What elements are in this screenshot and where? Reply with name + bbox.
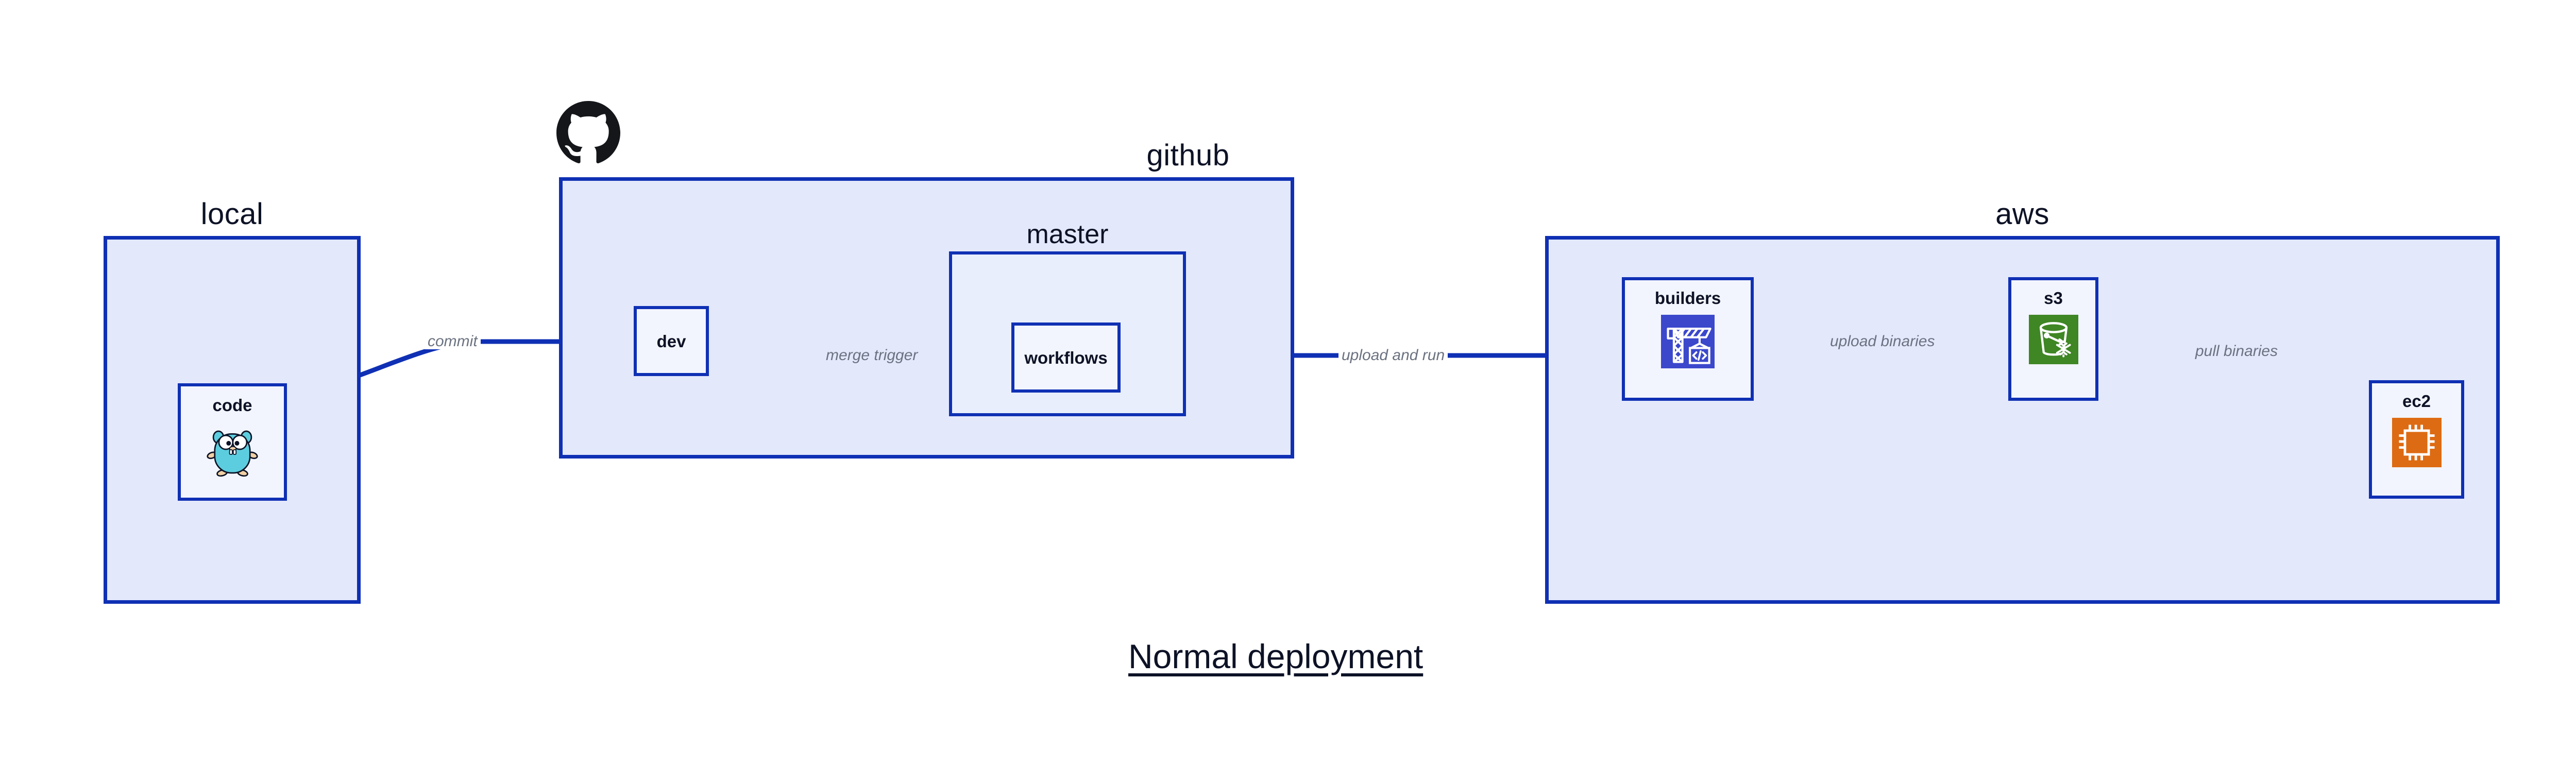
aws-ec2-icon [2392,418,2442,470]
aws-s3-glacier-icon [2028,315,2078,367]
edge-label-upload-and-run: upload and run [1338,348,1448,363]
node-workflows[interactable]: workflows [1011,322,1121,393]
node-ec2[interactable]: ec2 [2369,380,2464,499]
node-builders[interactable]: builders [1622,277,1754,401]
github-octocat-icon [556,101,620,167]
subgroup-label-master: master [1026,219,1109,249]
node-code[interactable]: code [178,383,287,501]
group-label-github: github [1146,139,1230,172]
node-s3[interactable]: s3 [2008,277,2098,401]
node-dev[interactable]: dev [634,306,709,376]
edge-label-pull-binaries: pull binaries [2191,344,2282,359]
node-s3-label: s3 [2044,288,2063,308]
group-label-local: local [200,197,264,231]
golang-gopher-icon [205,422,260,480]
node-code-label: code [212,396,252,415]
aws-codebuild-icon [1661,315,1715,371]
node-workflows-label: workflows [1024,348,1108,367]
edge-label-upload-binaries: upload binaries [1827,334,1938,349]
node-dev-label: dev [656,331,686,351]
node-ec2-label: ec2 [2402,392,2431,411]
node-builders-label: builders [1654,288,1721,308]
edge-label-commit: commit [425,334,481,349]
edge-label-merge-trigger: merge trigger [823,348,921,363]
diagram-title: Normal deployment [1128,637,1423,675]
group-label-aws: aws [1995,197,2049,231]
